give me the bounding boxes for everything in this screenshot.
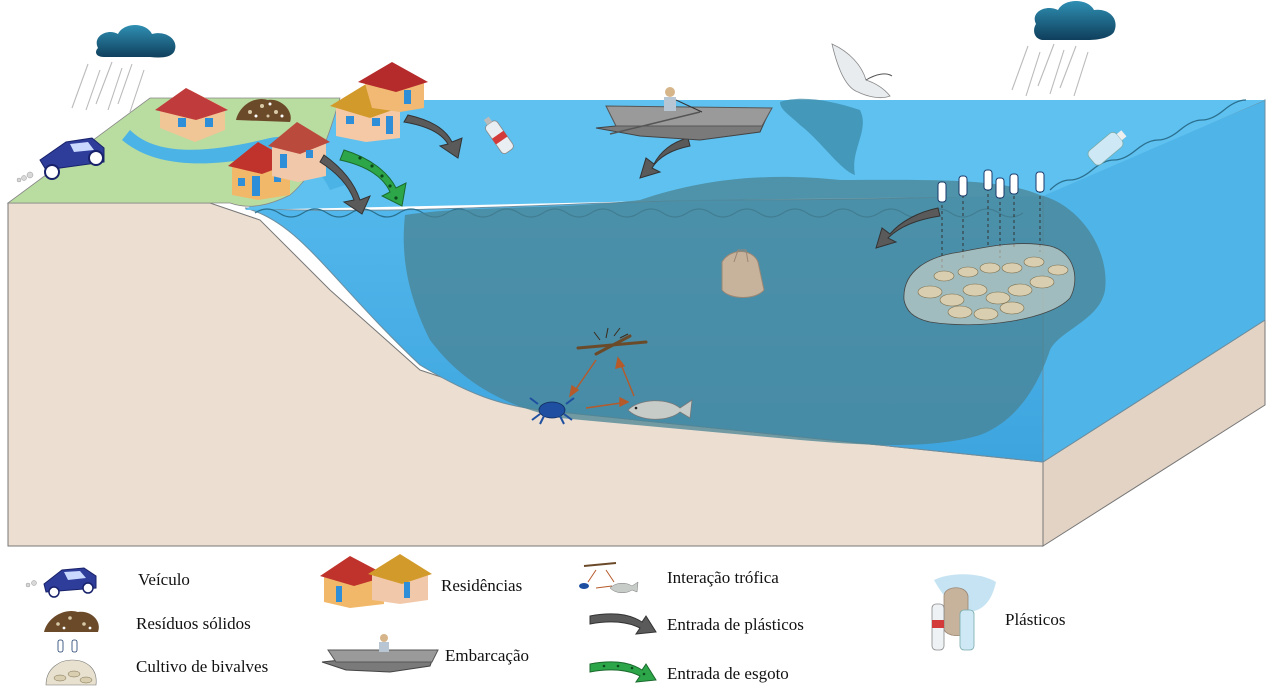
legend-trophic-icon [579,563,638,593]
legend-sewage-arrow-icon [590,662,656,682]
cloud-right-icon [1012,1,1116,96]
legend-plastics-label: Plásticos [1005,610,1065,630]
legend-bivalve-label: Cultivo de bivalves [136,657,268,677]
legend-plastic-input-label: Entrada de plásticos [667,615,804,635]
legend-vehicle-icon [26,568,96,597]
legend-residences-icon [320,554,432,608]
legend-vehicle-label: Veículo [138,570,190,590]
legend-trophic-label: Interação trófica [667,568,779,588]
legend-plastic-arrow-icon [590,614,656,634]
legend-boat-icon [322,634,438,672]
legend-bivalve-icon [46,640,96,685]
legend-plastics-icon [932,574,996,650]
legend-residences-label: Residências [441,576,522,596]
legend-solid-waste-icon [44,611,99,632]
legend-solid-waste-label: Resíduos sólidos [136,614,251,634]
legend-sewage-input-label: Entrada de esgoto [667,664,789,684]
boat-icon [596,87,772,140]
seagull-icon [832,44,892,98]
legend-boat-label: Embarcação [445,646,529,666]
